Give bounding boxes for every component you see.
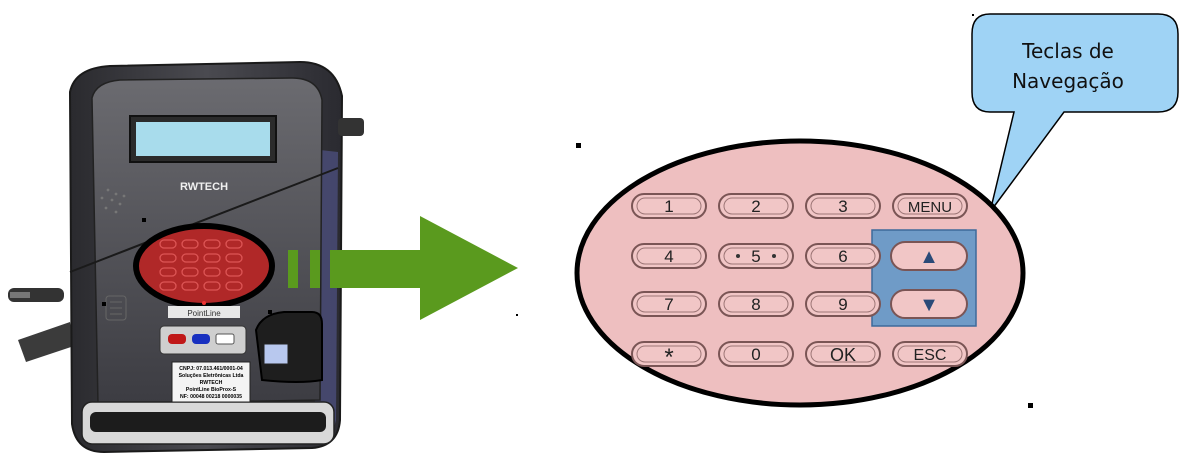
device-label bbox=[171, 361, 251, 403]
callout-line-1: Teclas de bbox=[1022, 39, 1114, 63]
fingerprint-sensor bbox=[263, 343, 289, 365]
key-ok[interactable] bbox=[805, 341, 881, 367]
device-keypad-keys bbox=[159, 239, 243, 291]
label-line-3: RWTECH bbox=[200, 380, 223, 386]
key-5[interactable] bbox=[718, 243, 794, 269]
key-5-label: 5 bbox=[751, 247, 760, 266]
label-line-2: Soluções Eletrônicas Ltda bbox=[179, 373, 244, 379]
blue-led-icon bbox=[192, 334, 210, 344]
key-9[interactable] bbox=[805, 291, 881, 317]
key-1[interactable] bbox=[631, 193, 707, 219]
callout-line-2: Navegação bbox=[1012, 69, 1124, 93]
key-4-label: 4 bbox=[664, 247, 673, 266]
device-model-strip: PointLine bbox=[187, 309, 221, 318]
key-8-label: 8 bbox=[751, 295, 760, 314]
up-arrow-icon: ▲ bbox=[919, 246, 939, 268]
key-2-label: 2 bbox=[751, 197, 760, 216]
device-brand: RWTECH bbox=[180, 181, 228, 193]
key-up[interactable] bbox=[890, 241, 968, 271]
slot-icon bbox=[215, 333, 235, 345]
key-8[interactable] bbox=[718, 291, 794, 317]
keypad-zoom: 1 2 3 MENU 4 5 6 ▲ 7 8 9 ▼ * 0 OK ESC bbox=[574, 138, 1026, 408]
key-esc-label: ESC bbox=[914, 347, 947, 364]
device-display bbox=[136, 122, 270, 156]
key-7[interactable] bbox=[631, 291, 707, 317]
device-keypad-highlight bbox=[133, 223, 275, 309]
label-line-5: NF: 00048 00218 0000035 bbox=[180, 394, 242, 400]
key-3-label: 3 bbox=[838, 197, 847, 216]
green-arrow-icon bbox=[288, 216, 518, 320]
red-led-icon bbox=[168, 334, 186, 344]
key-0-label: 0 bbox=[751, 345, 760, 364]
key-ok-label: OK bbox=[830, 345, 856, 365]
key-0[interactable] bbox=[718, 341, 794, 367]
key-esc[interactable] bbox=[892, 341, 968, 367]
key-menu-label: MENU bbox=[908, 199, 952, 216]
key-menu[interactable] bbox=[892, 193, 968, 219]
key-asterisk[interactable] bbox=[631, 341, 707, 367]
key-1-label: 1 bbox=[664, 197, 673, 216]
key-asterisk-label: * bbox=[664, 344, 673, 371]
callout-label: Teclas de Navegação bbox=[980, 36, 1156, 96]
keypad-keys bbox=[631, 193, 968, 367]
key-2[interactable] bbox=[718, 193, 794, 219]
down-arrow-icon: ▼ bbox=[919, 294, 939, 316]
key-down[interactable] bbox=[890, 289, 968, 319]
key-7-label: 7 bbox=[664, 295, 673, 314]
key-9-label: 9 bbox=[838, 295, 847, 314]
left-cable bbox=[8, 288, 74, 362]
key-6-label: 6 bbox=[838, 247, 847, 266]
callout-bubble bbox=[971, 13, 1179, 213]
device: RWTECH PointLine bbox=[8, 60, 364, 454]
label-line-4: PointLine BioProx-S bbox=[186, 387, 237, 393]
speaker-grille bbox=[100, 188, 126, 214]
key-6[interactable] bbox=[805, 243, 881, 269]
key-4[interactable] bbox=[631, 243, 707, 269]
key-3[interactable] bbox=[805, 193, 881, 219]
label-line-1: CNPJ: 07.013.461/0001-04 bbox=[179, 366, 243, 372]
